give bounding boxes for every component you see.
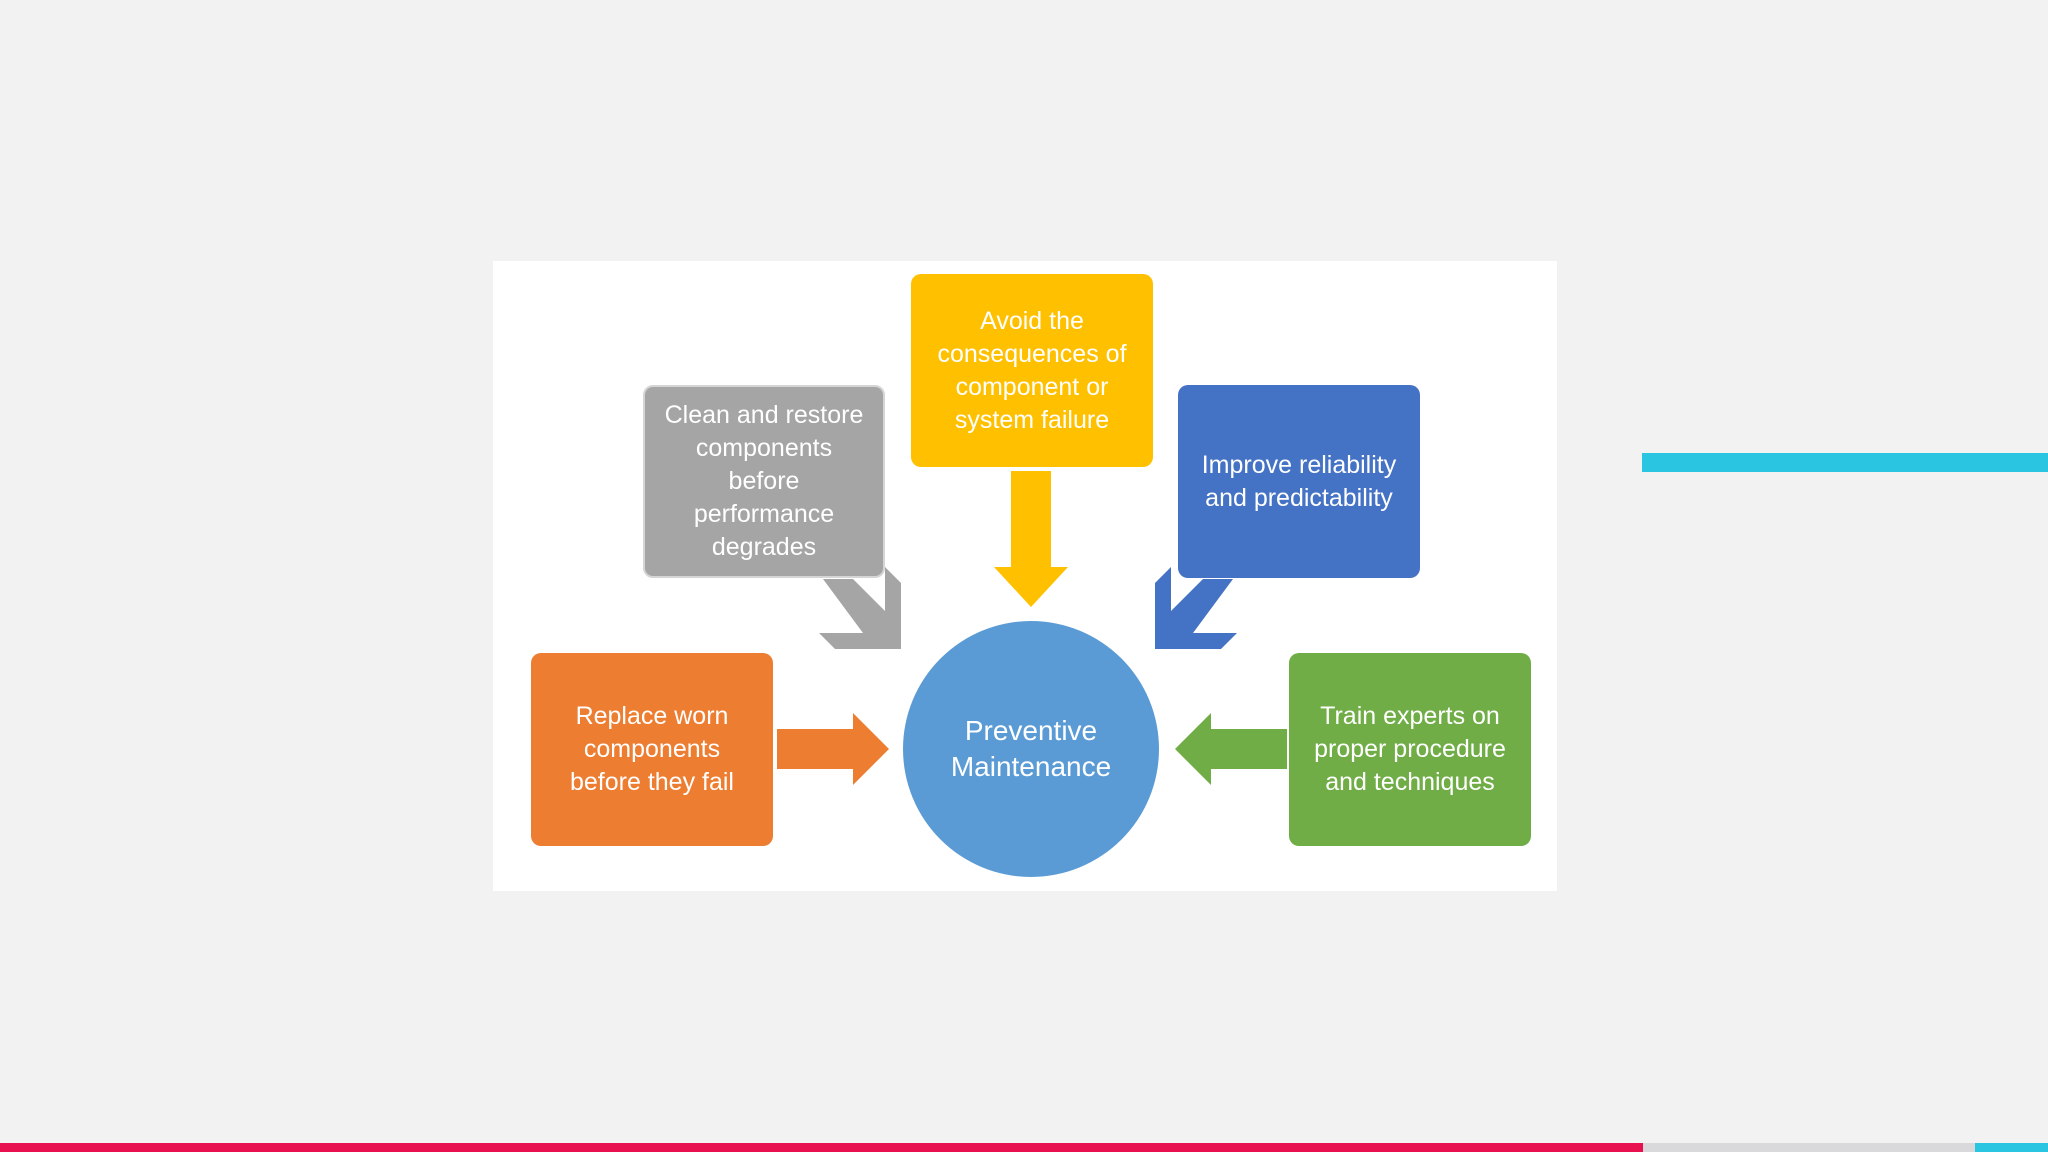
diagram-image: Clean and restore components before perf…: [493, 261, 1557, 891]
box-replace-worn: Replace worn components before they fail: [531, 653, 773, 846]
box-replace-worn-label: Replace worn components before they fail: [570, 702, 734, 796]
center-circle: Preventive Maintenance: [903, 621, 1159, 877]
box-clean-restore-label: Clean and restore components before perf…: [664, 401, 864, 561]
box-avoid-consequences: Avoid the consequences of component or s…: [911, 274, 1153, 467]
box-improve-reliability-label: Improve reliability and predictability: [1201, 450, 1397, 512]
orange-arrow: [777, 713, 889, 785]
green-arrow: [1175, 713, 1287, 785]
arrows-layer: [777, 471, 1287, 785]
accent-bar: [1642, 453, 2048, 472]
gray-arrow-shape: [819, 567, 901, 649]
yellow-arrow: [994, 471, 1068, 607]
footer-bar-cyan: [1975, 1143, 2048, 1152]
box-improve-reliability: Improve reliability and predictability: [1178, 385, 1420, 578]
box-avoid-consequences-label: Avoid the consequences of component or s…: [937, 306, 1127, 434]
box-train-experts-label: Train experts on proper procedure and te…: [1314, 702, 1506, 796]
box-train-experts: Train experts on proper procedure and te…: [1289, 653, 1531, 846]
blue-arrow: [1155, 567, 1237, 649]
footer-bar-red: [0, 1143, 1643, 1152]
footer-bar-gray: [1643, 1143, 1975, 1152]
box-clean-restore: Clean and restore components before perf…: [643, 385, 885, 578]
center-circle-label: Preventive Maintenance: [950, 715, 1112, 782]
